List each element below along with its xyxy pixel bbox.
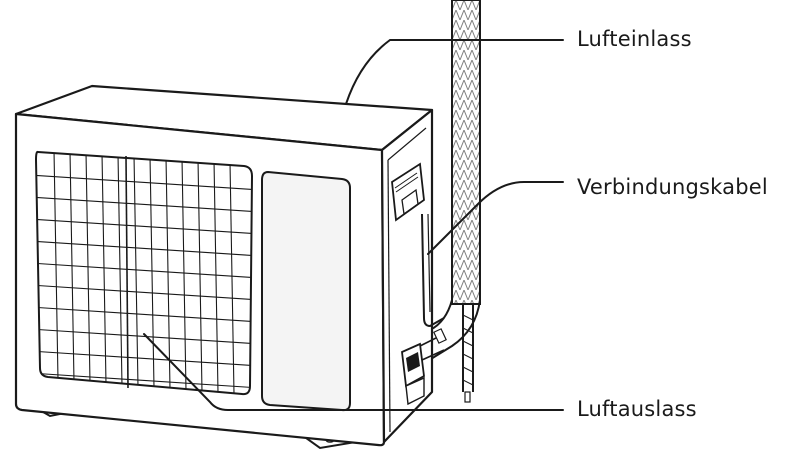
label-air-inlet: Lufteinlass	[577, 29, 692, 50]
leader-line-connection-cable	[428, 182, 563, 254]
fan-grille	[30, 150, 260, 394]
label-connection-cable: Verbindungskabel	[577, 177, 768, 198]
label-air-outlet: Luftauslass	[577, 399, 697, 420]
front-panel	[262, 172, 350, 410]
